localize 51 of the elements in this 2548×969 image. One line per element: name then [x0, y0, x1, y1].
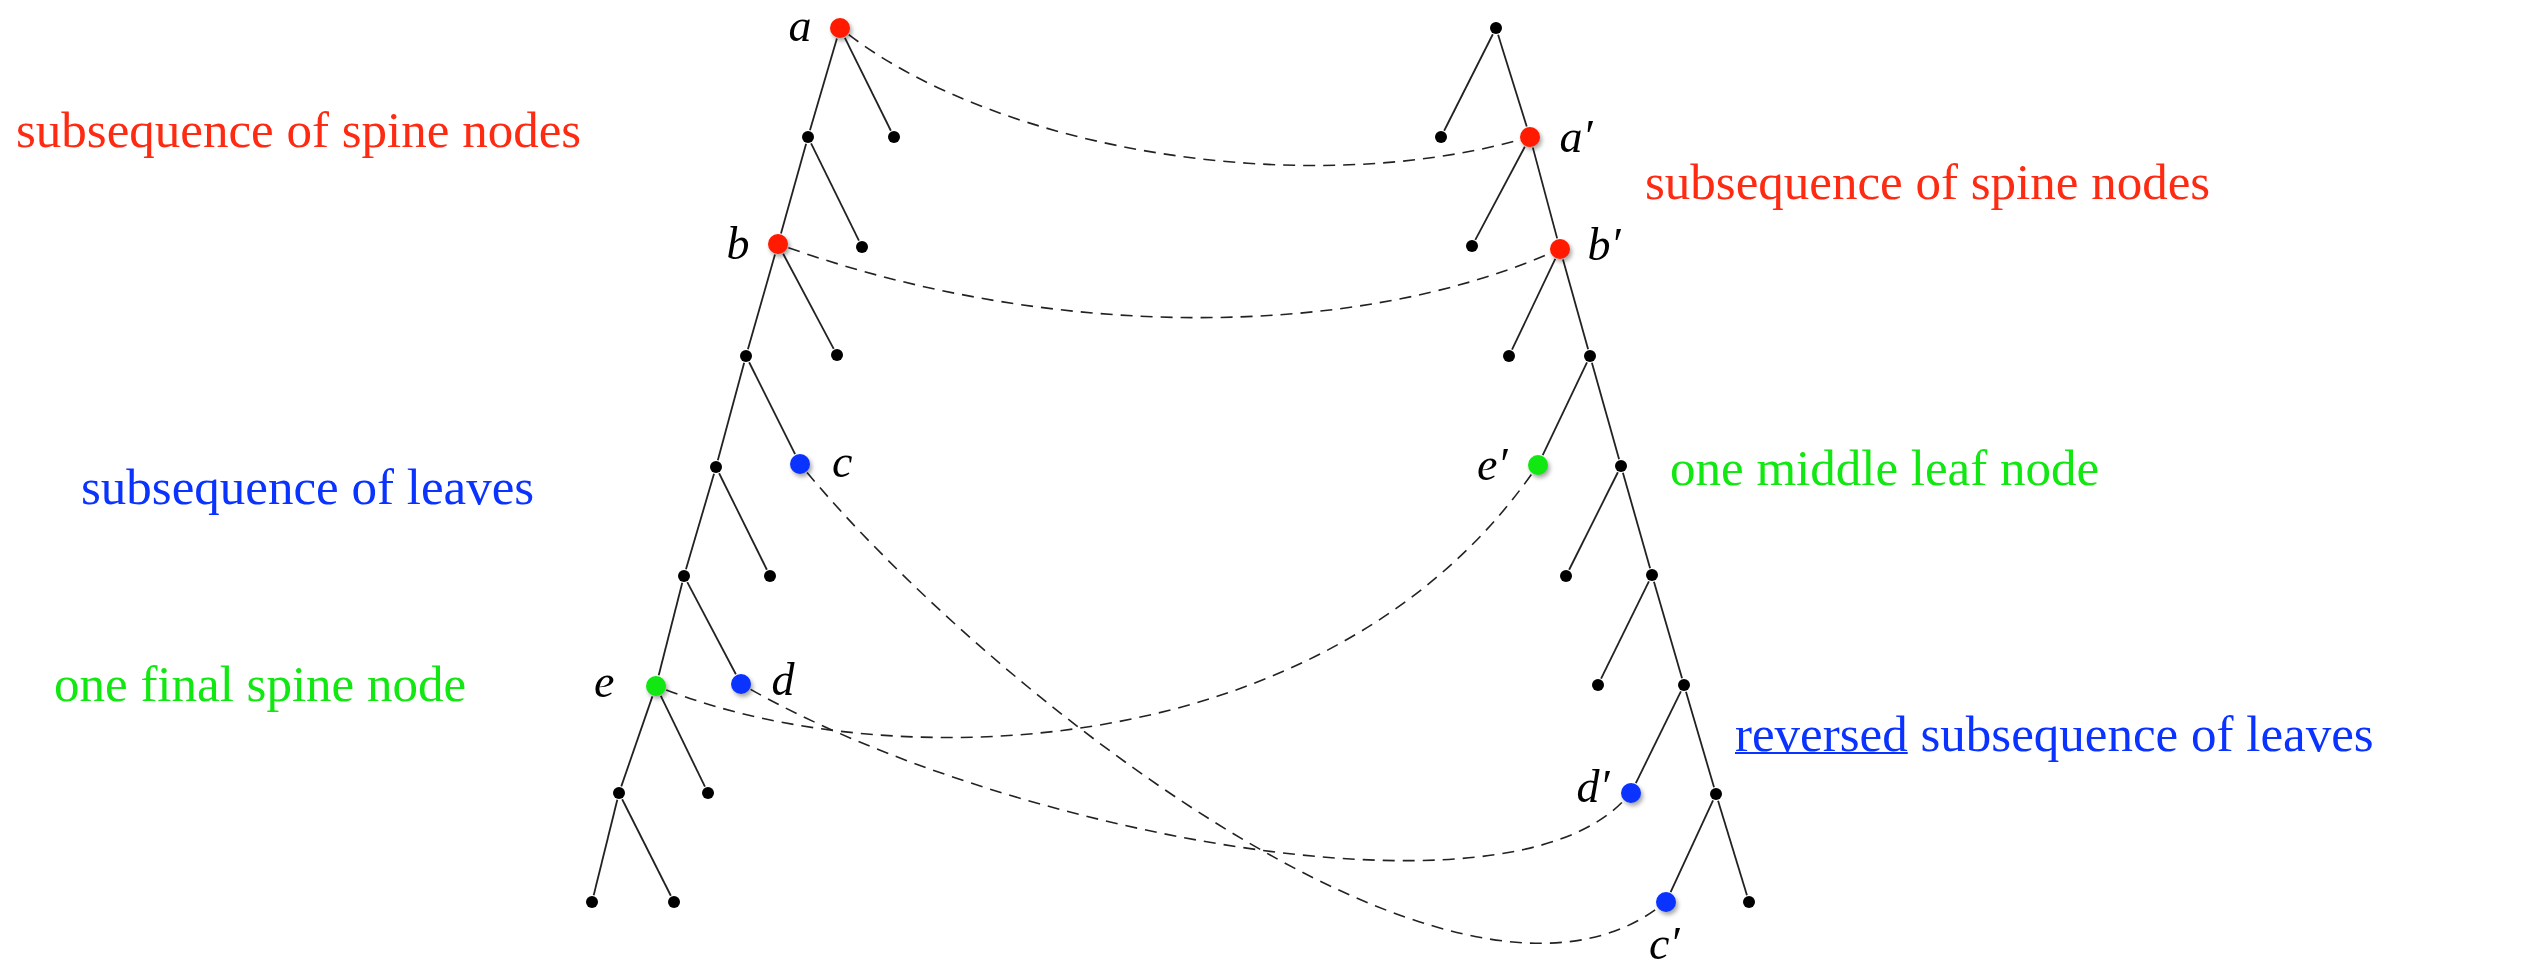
tree-edge [748, 361, 796, 456]
tree-edge [1497, 33, 1528, 128]
tree-edge [1474, 145, 1526, 241]
tree-edge [686, 581, 737, 676]
tree-edge [716, 361, 746, 462]
node-letter: c′ [1649, 919, 1680, 969]
tree-edge [782, 252, 835, 350]
tree-edge [747, 253, 776, 351]
tree-edge [659, 695, 706, 788]
correspondence-line [749, 688, 1625, 862]
tree-edge [844, 36, 892, 132]
node-letter: d [771, 655, 795, 705]
correspondence-line [806, 471, 1658, 944]
tree-edge [1511, 258, 1557, 351]
tree-edge [1622, 471, 1651, 570]
tree-edge [657, 581, 684, 677]
annotation-text: reversed subsequence of leaves [1735, 705, 2374, 764]
tree-edge [1443, 33, 1494, 132]
node-letter: a′ [1559, 112, 1593, 162]
tree-edge [1562, 258, 1589, 351]
tree-edge [1591, 361, 1620, 461]
tree-edge [809, 37, 838, 132]
annotation-text: one final spine node [54, 655, 467, 714]
tree-edge [1669, 799, 1714, 893]
tree-edge [621, 798, 672, 897]
tree-edge [1531, 146, 1559, 240]
tree-edge [1634, 690, 1682, 784]
correspondence-line [665, 473, 1533, 739]
tree-edge [810, 142, 860, 242]
node-letter: b′ [1587, 220, 1621, 270]
annotation-text: subsequence of spine nodes [1645, 153, 2211, 212]
annotation-text: one middle leaf node [1670, 439, 2100, 498]
node-letter: e′ [1477, 440, 1508, 490]
tree-edge [1685, 690, 1715, 789]
node-letter: a [788, 1, 812, 51]
node-letter: b [726, 219, 750, 269]
tree-edge [1541, 361, 1588, 456]
tree-edge [592, 798, 619, 897]
tree-edge [1568, 471, 1619, 571]
annotation-text: subsequence of leaves [81, 458, 535, 517]
tree-edge [620, 695, 654, 788]
tree-edge [1717, 799, 1748, 897]
tree-edge [1653, 580, 1683, 680]
node-letter: c [832, 437, 853, 487]
tree-edge [685, 472, 715, 571]
annotation-text: subsequence of spine nodes [16, 101, 582, 160]
tree-edge [718, 472, 768, 571]
node-letter: d′ [1576, 762, 1610, 812]
tree-edge [1600, 580, 1650, 680]
tree-edge [780, 142, 807, 235]
node-letter: e [594, 657, 615, 707]
